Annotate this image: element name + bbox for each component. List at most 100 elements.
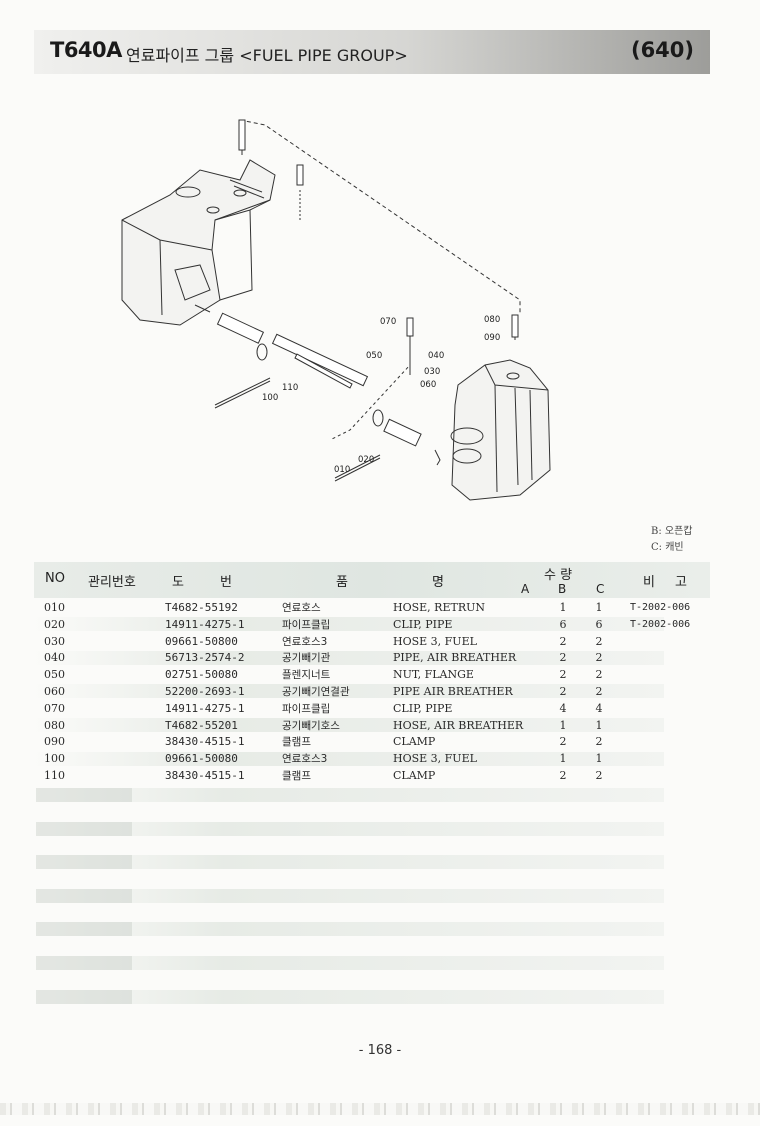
table-row: 070 14911-4275-1 파이프클립 CLIP, PIPE 4 4: [34, 701, 710, 718]
cell-name-kr: 클램프: [282, 736, 311, 749]
callout-010: 010: [334, 465, 350, 475]
cell-part-no: 09661-50800: [165, 634, 238, 648]
cell-part-no: 38430-4515-1: [165, 735, 245, 749]
cell-name-kr: 파이프클립: [282, 702, 331, 715]
cell-name-en: HOSE, RETRUN: [393, 601, 485, 614]
left-fuel-tank-drawing: [121, 159, 276, 326]
cell-part-no: 52200-2693-1: [165, 684, 245, 698]
cell-qty-c: 6: [595, 617, 603, 631]
cell-part-no: 38430-4515-1: [165, 768, 245, 782]
cell-qty-c: 2: [595, 668, 603, 682]
cell-qty-b: 2: [559, 634, 567, 648]
row-stripe: [34, 922, 664, 936]
row-stripe: [34, 956, 664, 970]
cell-no: 030: [44, 634, 65, 648]
cell-part-no: T4682-55192: [165, 601, 238, 614]
callout-110: 110: [282, 383, 298, 393]
scan-edge-strip: [0, 1103, 760, 1115]
row-stripe: [34, 684, 664, 698]
header-qty: 수 량: [544, 568, 573, 583]
cell-name-kr: 공기빼기연결관: [282, 685, 350, 698]
table-row: 030 09661-50800 연료호스3 HOSE 3, FUEL 2 2: [34, 634, 710, 651]
row-stripe: [36, 956, 132, 970]
table-row: 110 38430-4515-1 클램프 CLAMP 2 2: [34, 768, 710, 785]
cell-qty-b: 1: [559, 718, 567, 732]
cell-name-en: PIPE AIR BREATHER: [393, 684, 513, 698]
callout-030: 030: [424, 367, 440, 377]
header-qty-a: A: [521, 582, 530, 596]
cell-no: 110: [44, 768, 65, 782]
cell-no: 010: [44, 601, 65, 614]
row-stripe: [36, 822, 132, 836]
cell-part-no: 56713-2574-2: [165, 651, 245, 665]
callout-050: 050: [366, 351, 382, 361]
cell-no: 020: [44, 617, 65, 631]
row-stripe: [34, 718, 664, 732]
cell-qty-b: 2: [559, 668, 567, 682]
cell-no: 070: [44, 701, 65, 715]
row-stripe: [36, 990, 132, 1004]
header-mgmt-no: 관리번호: [88, 575, 136, 590]
row-stripe: [34, 651, 664, 665]
table-row: 090 38430-4515-1 클램프 CLAMP 2 2: [34, 734, 710, 751]
row-stripe: [36, 788, 132, 802]
header-name-1: 품: [336, 575, 348, 590]
cell-qty-c: 2: [595, 684, 603, 698]
cell-qty-b: 6: [559, 617, 567, 631]
row-stripe: [34, 822, 664, 836]
callout-040: 040: [428, 351, 444, 361]
cell-name-kr: 연료호스: [282, 602, 321, 614]
hose-assembly-drawing: [194, 304, 422, 482]
parts-table-body: 010 T4682-55192 연료호스 HOSE, RETRUN 1 1 T-…: [34, 600, 710, 785]
fuel-pipe-diagram-svg: 070 080 090 050 040 030 060 110 100 020 …: [121, 119, 551, 501]
callout-070: 060: [420, 380, 436, 390]
table-row: 020 14911-4275-1 파이프클립 CLIP, PIPE 6 6 T-…: [34, 617, 710, 634]
table-row: 100 09661-50080 연료호스3 HOSE 3, FUEL 1 1: [34, 751, 710, 768]
table-row: 080 T4682-55201 공기빼기호스 HOSE, AIR BREATHE…: [34, 718, 710, 735]
cell-name-en: CLAMP: [393, 768, 436, 782]
cell-part-no: 02751-50080: [165, 668, 238, 682]
legend-item-b: B: 오픈캅: [651, 526, 693, 537]
cell-qty-b: 2: [559, 684, 567, 698]
row-stripe: [36, 855, 132, 869]
header-remark-1: 비: [643, 575, 655, 590]
cell-name-kr: 파이프클립: [282, 618, 331, 631]
row-stripe: [34, 617, 664, 631]
row-stripe: [36, 922, 132, 936]
cell-part-no: 14911-4275-1: [165, 617, 245, 631]
cell-qty-c: 2: [595, 735, 603, 749]
right-fuel-tank-drawing: [434, 359, 551, 501]
cell-name-kr: 플렌지너트: [282, 669, 331, 682]
legend: B: 오픈캅 C: 캐빈: [651, 524, 693, 556]
cell-no: 100: [44, 752, 65, 766]
table-row: 050 02751-50080 플렌지너트 NUT, FLANGE 2 2: [34, 667, 710, 684]
cell-no: 060: [44, 684, 65, 698]
row-stripe: [34, 788, 664, 802]
model-code: T640A: [50, 38, 122, 62]
table-row: 040 56713-2574-2 공기빼기관 PIPE, AIR BREATHE…: [34, 650, 710, 667]
cell-qty-c: 2: [595, 768, 603, 782]
callout-090: 090: [484, 333, 500, 343]
row-stripe: [36, 889, 132, 903]
callout-080: 080: [484, 315, 500, 325]
cell-name-en: CLIP, PIPE: [393, 701, 453, 715]
cell-no: 090: [44, 735, 65, 749]
header-band: [34, 30, 710, 74]
header-part-no-2: 번: [220, 575, 232, 590]
row-stripe: [34, 752, 664, 766]
cell-remark: T-2002-006: [630, 618, 691, 630]
row-stripe: [34, 889, 664, 903]
cell-qty-b: 4: [559, 701, 567, 715]
cell-qty-b: 2: [559, 651, 567, 665]
cell-qty-b: 1: [559, 601, 567, 614]
cell-name-kr: 공기빼기관: [282, 652, 331, 665]
table-row: 010 T4682-55192 연료호스 HOSE, RETRUN 1 1 T-…: [34, 600, 710, 617]
cell-no: 040: [44, 651, 65, 665]
cell-name-en: NUT, FLANGE: [393, 668, 474, 682]
callout-020: 020: [358, 455, 374, 465]
group-title: 연료파이프 그룹 <FUEL PIPE GROUP>: [126, 46, 408, 65]
cell-qty-c: 4: [595, 701, 603, 715]
cell-part-no: 14911-4275-1: [165, 701, 245, 715]
table-header: [34, 562, 710, 598]
group-number: (640): [630, 38, 694, 62]
